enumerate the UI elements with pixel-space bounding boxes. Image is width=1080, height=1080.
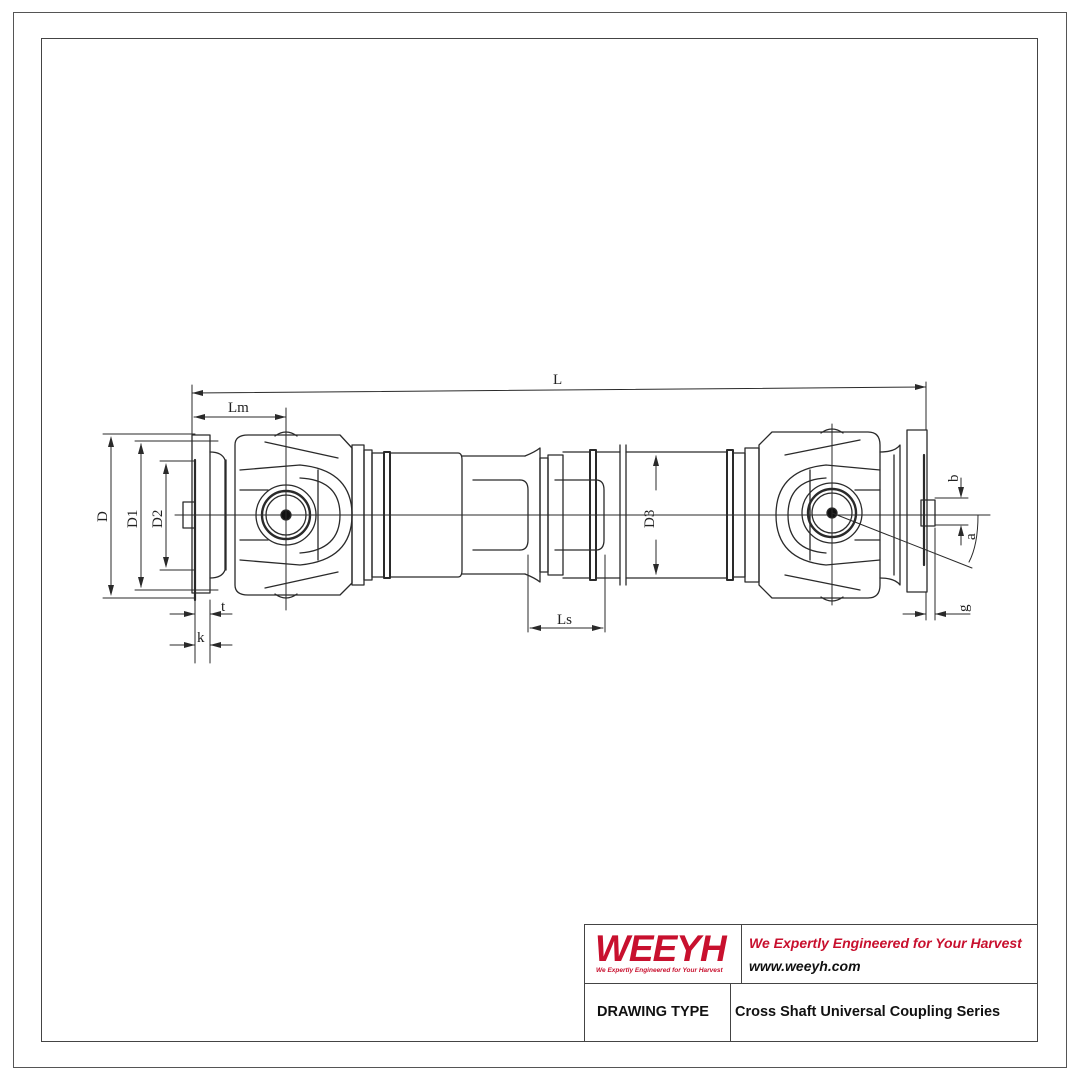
outer-frame: [13, 12, 1067, 1068]
drawing-type-label: DRAWING TYPE: [597, 1004, 709, 1020]
dim-label-D: D: [95, 511, 111, 522]
dim-label-t: t: [221, 599, 226, 615]
title-block: WEEYH We Expertly Engineered for Your Ha…: [584, 924, 1038, 1042]
dim-label-D2: D2: [150, 510, 166, 528]
dim-label-D1: D1: [125, 510, 141, 528]
dim-label-g: g: [956, 604, 972, 612]
dim-label-Ls: Ls: [557, 612, 572, 628]
dim-label-a: a: [963, 533, 979, 540]
drawing-type-value: Cross Shaft Universal Coupling Series: [735, 1004, 1001, 1020]
slogan-cell: We Expertly Engineered for Your Harvest …: [742, 925, 1037, 983]
dim-label-Lm: Lm: [228, 400, 249, 416]
logo-subtitle: We Expertly Engineered for Your Harvest: [596, 967, 723, 974]
brand-logo: WEEYH: [595, 928, 727, 969]
logo-cell: WEEYH We Expertly Engineered for Your Ha…: [585, 925, 742, 983]
slogan: We Expertly Engineered for Your Harvest: [749, 935, 1022, 951]
dim-label-b: b: [946, 475, 962, 483]
inner-frame: [41, 38, 1038, 1042]
website-link[interactable]: www.weeyh.com: [749, 958, 861, 974]
drawing-type-value-cell: Cross Shaft Universal Coupling Series: [731, 984, 1037, 1041]
title-block-type-row: DRAWING TYPE Cross Shaft Universal Coupl…: [585, 984, 1037, 1041]
drawing-type-label-cell: DRAWING TYPE: [585, 984, 731, 1041]
dim-label-k: k: [197, 630, 205, 646]
dim-label-L: L: [553, 372, 562, 388]
title-block-header-row: WEEYH We Expertly Engineered for Your Ha…: [585, 925, 1037, 984]
dim-label-D3: D3: [642, 510, 658, 528]
